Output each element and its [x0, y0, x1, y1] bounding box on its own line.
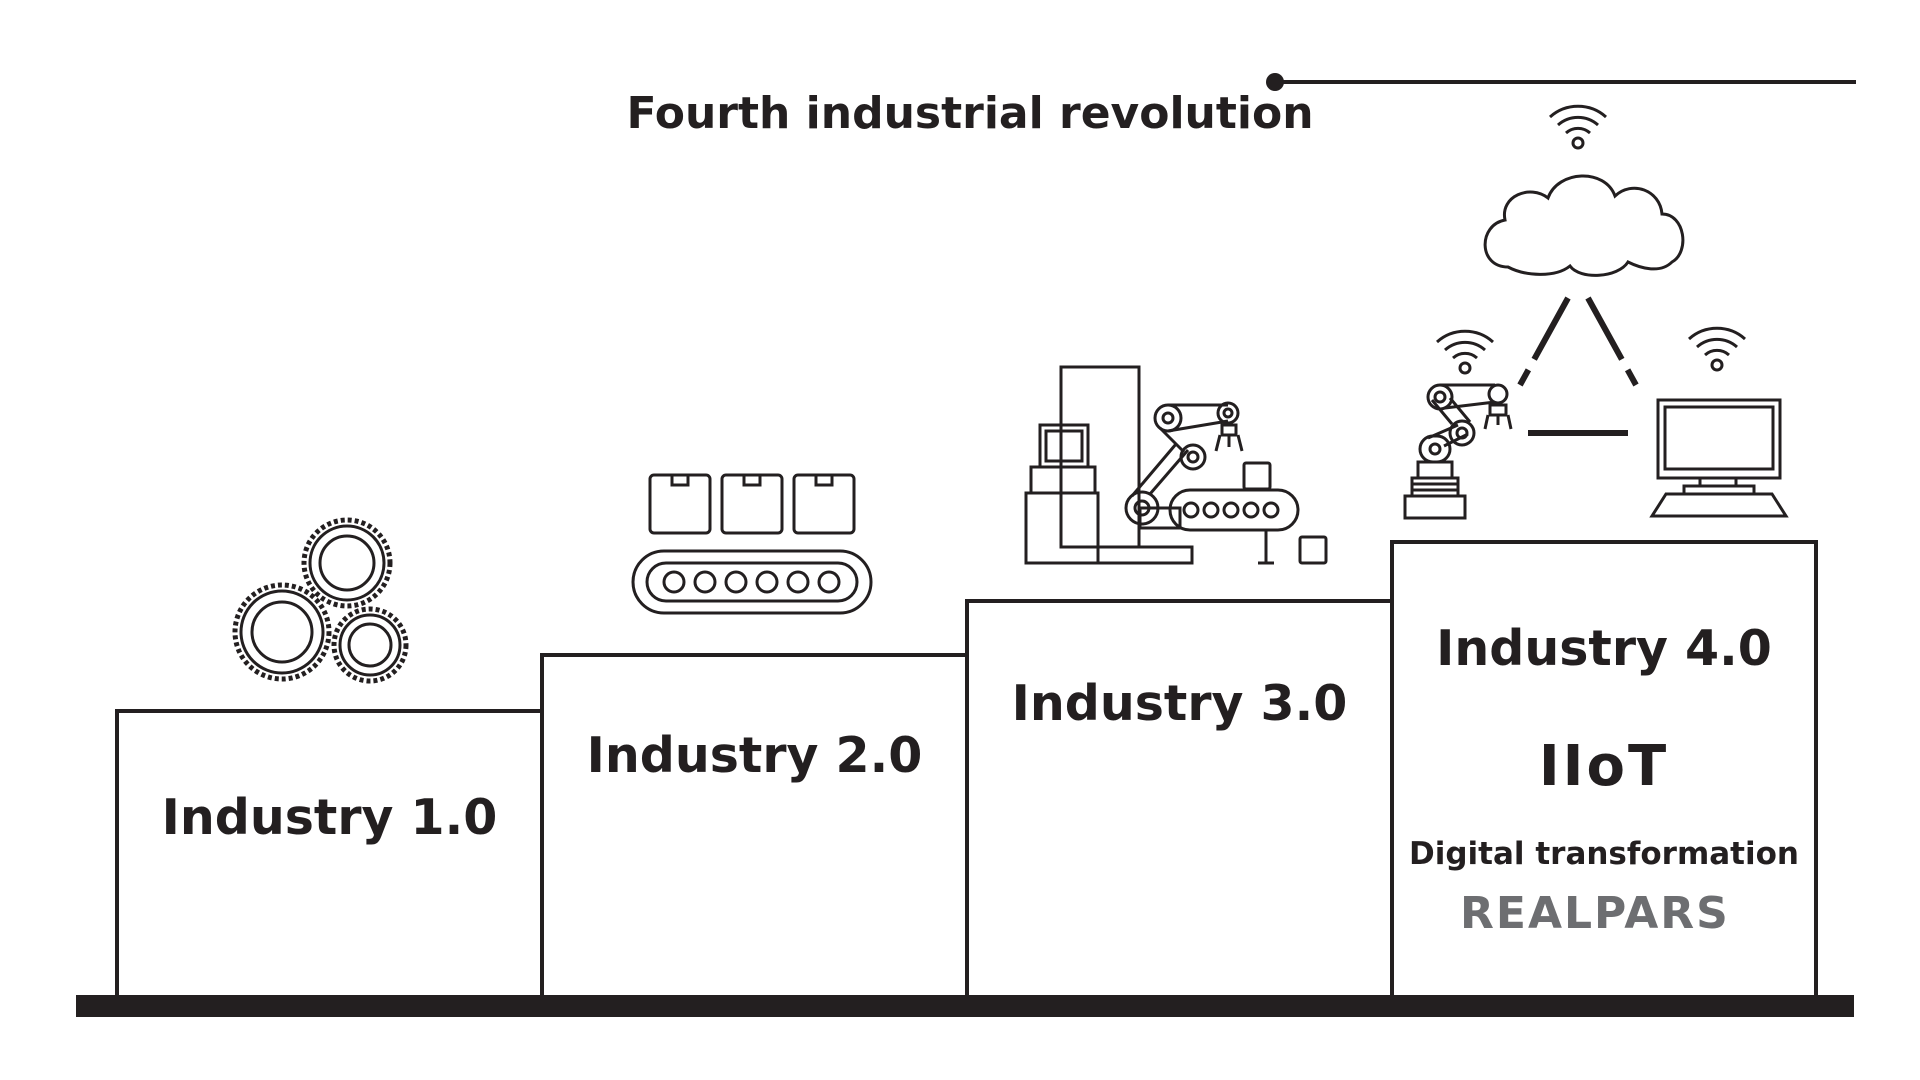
step-label-industry-3: Industry 3.0	[1011, 675, 1348, 732]
step-industry-1: Industry 1.0	[115, 709, 544, 995]
robotic-assembly-icon	[1024, 365, 1328, 565]
ground-bar	[76, 995, 1854, 1017]
gears-icon	[232, 517, 409, 684]
realpars-logo: REALPARS	[1460, 888, 1730, 939]
step-caption-digital-transformation: Digital transformation	[1409, 836, 1799, 872]
step-label-industry-2: Industry 2.0	[586, 727, 923, 784]
step-industry-3: Industry 3.0	[965, 599, 1394, 995]
step-industry-2: Industry 2.0	[540, 653, 969, 995]
conveyor-belt-icon	[631, 473, 873, 615]
step-label-industry-1: Industry 1.0	[161, 789, 498, 846]
diagram-title: Fourth industrial revolution	[626, 88, 1314, 139]
cloud-iot-icon	[1403, 104, 1789, 520]
step-sublabel-iiot: IIoT	[1538, 734, 1670, 799]
step-label-industry-4: Industry 4.0	[1436, 620, 1772, 677]
step-industry-4: Industry 4.0 IIoT Digital transformation	[1390, 540, 1818, 995]
